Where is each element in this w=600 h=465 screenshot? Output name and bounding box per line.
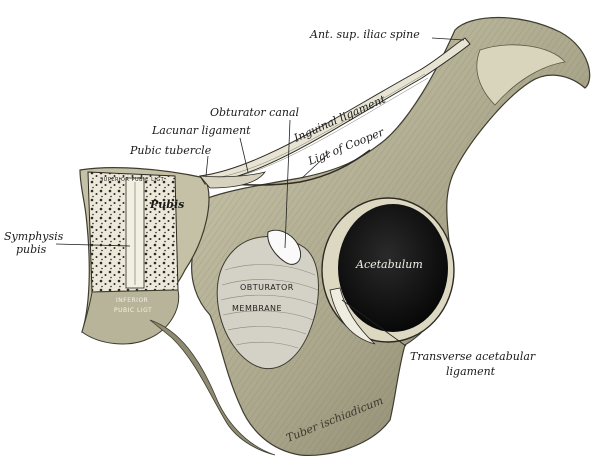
label-symphysis: Symphysis — [4, 230, 64, 243]
label-ant-sup-iliac-spine: Ant. sup. iliac spine — [309, 28, 420, 41]
label-inferior: INFERIOR — [116, 297, 148, 304]
label-pubis: Pubis — [149, 198, 184, 211]
label-superior-pubic-ligt: SUPERIOR PUBIC LIGT — [100, 177, 165, 183]
leader-lines — [55, 37, 465, 347]
label-obturator-canal: Obturator canal — [210, 106, 300, 119]
label-lacunar-ligament: Lacunar ligament — [151, 124, 251, 137]
label-obturator: OBTURATOR — [240, 283, 294, 292]
obturator-canal — [267, 229, 302, 265]
label-membrane: MEMBRANE — [232, 304, 282, 313]
inguinal-ligament-band — [199, 37, 471, 185]
label-symphysis-sub: pubis — [16, 243, 47, 256]
acetabulum-cavity — [338, 204, 448, 332]
iliac-fossa — [476, 44, 566, 106]
lacunar-ligament — [199, 171, 266, 189]
label-pubic-tubercle: Pubic tubercle — [129, 144, 212, 157]
label-transverse-acetabular: Transverse acetabular — [410, 350, 536, 363]
ischiopubic-ramus — [149, 319, 276, 456]
label-acetabulum: Acetabulum — [355, 258, 423, 271]
membrane-fibres — [220, 264, 319, 349]
label-transverse-acetabular-sub: ligament — [446, 365, 496, 378]
inferior-pubic-ligament — [81, 289, 180, 345]
label-pubic-ligt: PUBIC LIGT — [114, 307, 152, 314]
